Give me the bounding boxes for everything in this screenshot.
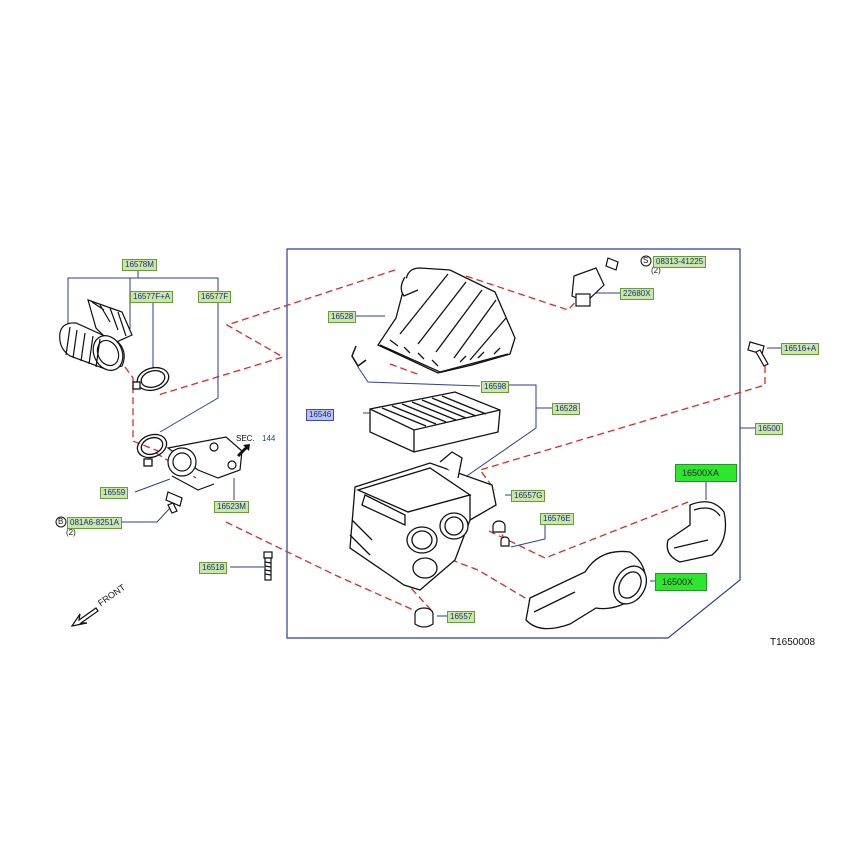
- figure-code: T1650008: [770, 637, 816, 648]
- throttle-adapter: [166, 436, 243, 491]
- part-label-16528-right[interactable]: 16528: [552, 403, 581, 415]
- part-label-22680x[interactable]: 22680X: [620, 288, 654, 300]
- airflow-sensor: [571, 257, 619, 307]
- circle-b-letter: B: [58, 517, 64, 526]
- bolt-16518: [263, 551, 273, 581]
- part-label-16546[interactable]: 16546: [306, 409, 335, 421]
- circle-s-marker: [640, 255, 652, 267]
- hose-clamp-bottom: [136, 433, 168, 467]
- bolt-right: [747, 341, 769, 367]
- part-label-16578m[interactable]: 16578M: [122, 259, 157, 271]
- grommet-parts: [414, 520, 510, 628]
- part-label-16598[interactable]: 16598: [481, 381, 510, 393]
- resonator-large: [525, 550, 648, 630]
- filter-element: [369, 391, 501, 453]
- clip: [351, 345, 367, 368]
- bolt-left: [165, 491, 183, 514]
- cleaner-case: [349, 451, 497, 591]
- part-label-16518[interactable]: 16518: [199, 562, 228, 574]
- front-arrow-icon: [70, 607, 99, 627]
- cleaner-cover: [377, 267, 516, 374]
- sec-arrow: [237, 444, 250, 457]
- qty-note-s: (2): [651, 266, 661, 275]
- part-label-16577f[interactable]: 16577F: [198, 291, 232, 303]
- circle-b-marker: [55, 516, 67, 528]
- part-label-16528-top[interactable]: 16528: [328, 311, 357, 323]
- part-label-08313[interactable]: 08313-41225: [653, 256, 707, 268]
- part-label-16557g[interactable]: 16557G: [511, 490, 546, 502]
- circle-s-letter: S: [643, 256, 649, 265]
- part-label-16559[interactable]: 16559: [100, 487, 129, 499]
- part-label-16577fa[interactable]: 16577F+A: [130, 291, 174, 303]
- part-label-16516a[interactable]: 16516+A: [781, 343, 820, 355]
- part-label-16500xa[interactable]: 16500XA: [675, 464, 737, 482]
- part-label-16557[interactable]: 16557: [447, 611, 476, 623]
- hose-clamp-top: [132, 366, 170, 392]
- part-label-081a6[interactable]: 081A6-8251A: [67, 517, 122, 529]
- intake-duct: [59, 299, 133, 371]
- assembly-frame: [286, 248, 741, 639]
- sec-prefix: SEC.: [236, 434, 255, 443]
- part-label-16523m[interactable]: 16523M: [214, 501, 249, 513]
- sec-number[interactable]: 144: [262, 434, 276, 443]
- part-label-16500x[interactable]: 16500X: [655, 573, 707, 591]
- part-label-16576e[interactable]: 16576E: [540, 513, 574, 525]
- resonator-small: [666, 501, 727, 563]
- part-label-16500[interactable]: 16500: [755, 423, 784, 435]
- qty-note-b: (2): [66, 528, 76, 537]
